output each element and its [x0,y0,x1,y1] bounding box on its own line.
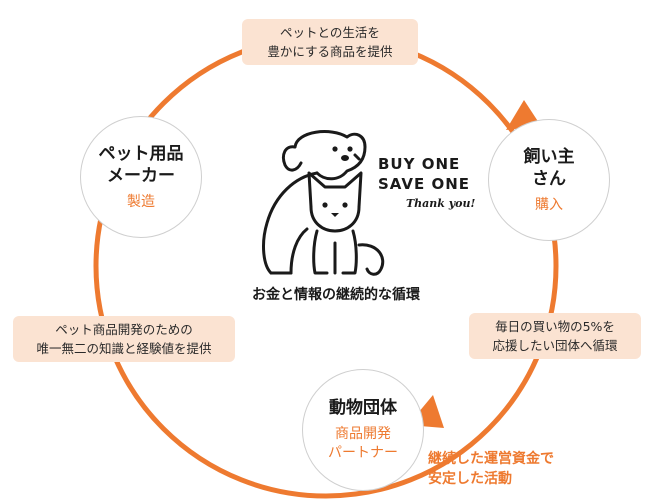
center-illustration [262,130,385,276]
node-manufacturer: ペット用品 メーカー 製造 [80,116,202,238]
charity-name: 動物団体 [329,398,397,418]
dog-face [332,146,353,161]
node-charity: 動物団体 商品開発 パートナー [302,369,424,491]
flow-label-owner-to-charity: 毎日の買い物の5%を 応援したい団体へ循環 [469,313,641,359]
brand-line-2: SAVE ONE [378,175,471,193]
manufacturer-name: ペット用品 メーカー [98,143,184,186]
charity-role: 商品開発 パートナー [328,426,398,461]
flow-label-manufacturer-to-owner: ペットとの生活を 豊かにする商品を提供 [242,19,418,65]
dog-icon [262,130,367,275]
cat-icon [307,171,385,276]
brand-subtitle: Thank you! [406,197,476,210]
outcome-text: 継続した運営資金で 安定した活動 [428,451,554,487]
center-caption: お金と情報の継続的な循環 [252,287,420,303]
node-owner: 飼い主 さん 購入 [488,119,610,241]
brand-line-1: BUY ONE [378,155,461,173]
owner-name: 飼い主 さん [523,146,575,189]
owner-role: 購入 [535,196,563,213]
flow-label-charity-to-manufacturer: ペット商品開発のための 唯一無二の知識と経験値を提供 [13,316,235,362]
manufacturer-role: 製造 [127,193,155,210]
